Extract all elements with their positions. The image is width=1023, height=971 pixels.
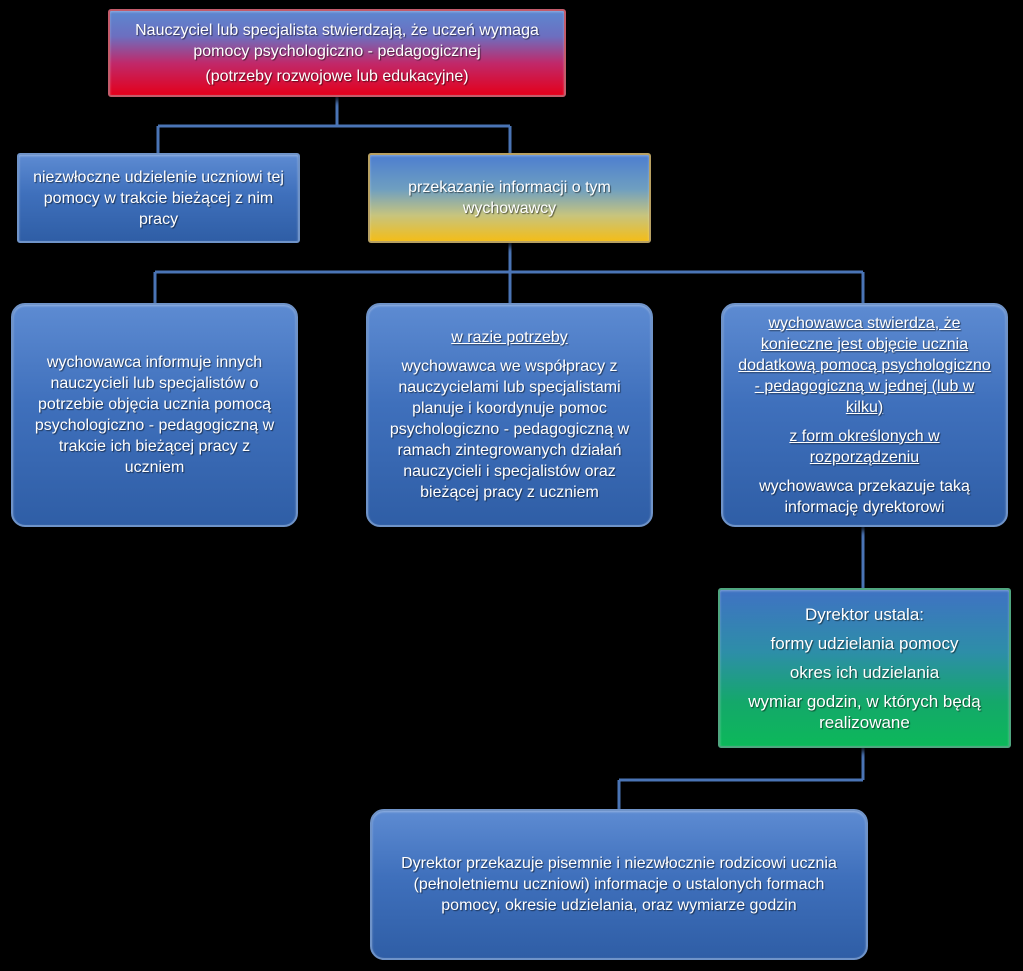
inform-teacher-text: przekazanie informacji o tym wychowawcy	[408, 179, 611, 217]
director-sets-forms: formy udzielania pomocy	[770, 633, 959, 653]
immediate-help-box: niezwłoczne udzielenie uczniowi tej pomo…	[17, 153, 300, 243]
connector-top-to-row2	[156, 96, 512, 155]
additional-help-heading: wychowawca stwierdza, że konieczne jest …	[738, 314, 991, 416]
director-informs-parent-box: Dyrektor przekazuje pisemnie i niezwłocz…	[370, 809, 868, 960]
coordination-box: w razie potrzeby wychowawca we współprac…	[366, 303, 653, 527]
director-informs-parent-text: Dyrektor przekazuje pisemnie i niezwłocz…	[401, 855, 837, 914]
additional-help-text: wychowawca przekazuje taką informację dy…	[759, 477, 970, 516]
coordination-heading: w razie potrzeby	[451, 329, 568, 346]
teacher-informs-others-box: wychowawca informuje innych nauczycieli …	[11, 303, 298, 527]
director-sets-period: okres ich udzielania	[789, 662, 940, 682]
top-box-needs: (potrzeby rozwojowe lub edukacyjne)	[205, 67, 469, 85]
director-sets-title: Dyrektor ustala:	[804, 604, 925, 624]
inform-teacher-box: przekazanie informacji o tym wychowawcy	[368, 153, 651, 243]
connector-director-to-final	[617, 748, 865, 810]
teacher-informs-others-text: wychowawca informuje innych nauczycieli …	[34, 354, 275, 476]
additional-help-box: wychowawca stwierdza, że konieczne jest …	[721, 303, 1008, 527]
coordination-text: wychowawca we współpracy z nauczycielami…	[389, 358, 630, 501]
top-box: Nauczyciel lub specjalista stwierdzają, …	[108, 9, 566, 97]
connector-inform-to-row3	[153, 242, 865, 304]
director-sets-hours: wymiar godzin, w których będą realizowan…	[748, 691, 981, 732]
top-box-statement: Nauczyciel lub specjalista stwierdzają, …	[135, 21, 539, 60]
immediate-help-text: niezwłoczne udzielenie uczniowi tej pomo…	[33, 168, 284, 228]
additional-help-forms: z form określonych w rozporządzeniu	[789, 427, 940, 466]
director-sets-box: Dyrektor ustala: formy udzielania pomocy…	[718, 588, 1011, 748]
